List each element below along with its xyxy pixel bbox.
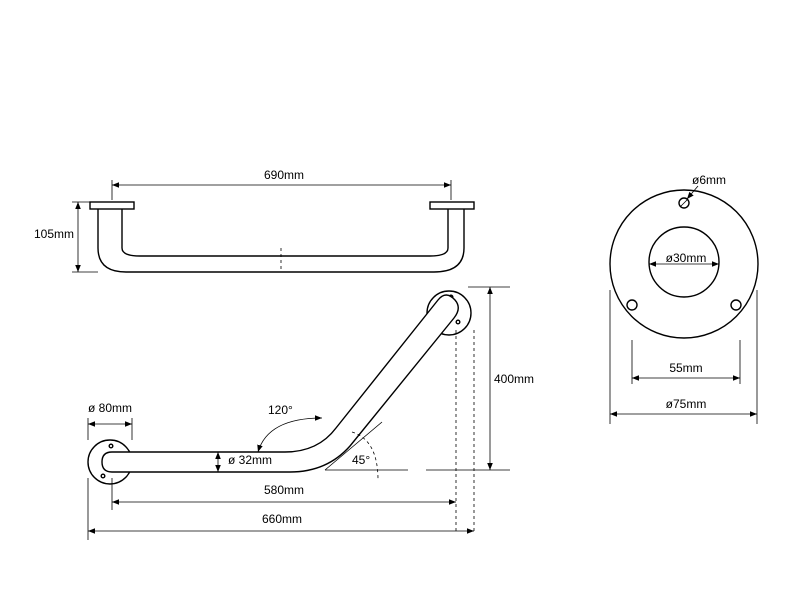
flange-hole-right xyxy=(730,299,742,311)
flange-view: ø6mm ø30mm 55mm ø75mm xyxy=(609,173,759,424)
flange-hole-label: ø6mm xyxy=(692,173,726,187)
top-view-height-label: 105mm xyxy=(34,227,74,241)
top-view: 690mm 105mm xyxy=(34,168,475,273)
front-view-left-flange-hole-top xyxy=(108,443,114,449)
front-view-height-label: 400mm xyxy=(494,372,534,386)
flange-outer-diameter-label: ø75mm xyxy=(666,397,707,411)
front-view-angle-outer-label: 45° xyxy=(352,453,370,467)
top-view-right-flange xyxy=(429,201,475,210)
flange-hole-left xyxy=(626,299,638,311)
front-view-angle-inner-label: 120° xyxy=(268,403,293,417)
angle-arc-45 xyxy=(351,431,379,481)
flange-inner-diameter-label: ø30mm xyxy=(666,251,707,265)
front-view-flange-diameter-label: ø 80mm xyxy=(88,401,132,415)
front-view-overall-length-label: 660mm xyxy=(262,512,302,526)
angle-arc-120 xyxy=(257,415,323,453)
front-view-tube-diameter-label: ø 32mm xyxy=(228,453,272,467)
front-view-right-flange-hole-bottom xyxy=(455,319,461,325)
flange-hole-spacing-label: 55mm xyxy=(669,361,702,375)
front-view-horizontal-length-label: 580mm xyxy=(264,483,304,497)
front-view-tube xyxy=(101,294,459,473)
top-view-left-flange xyxy=(89,201,135,210)
top-view-width-label: 690mm xyxy=(264,168,304,182)
front-view-left-flange-hole-bottom xyxy=(100,473,106,479)
front-view: ø 80mm 120° ø 32mm 45° 400mm 580mm 660mm xyxy=(87,286,534,540)
hole-leader xyxy=(686,185,699,200)
